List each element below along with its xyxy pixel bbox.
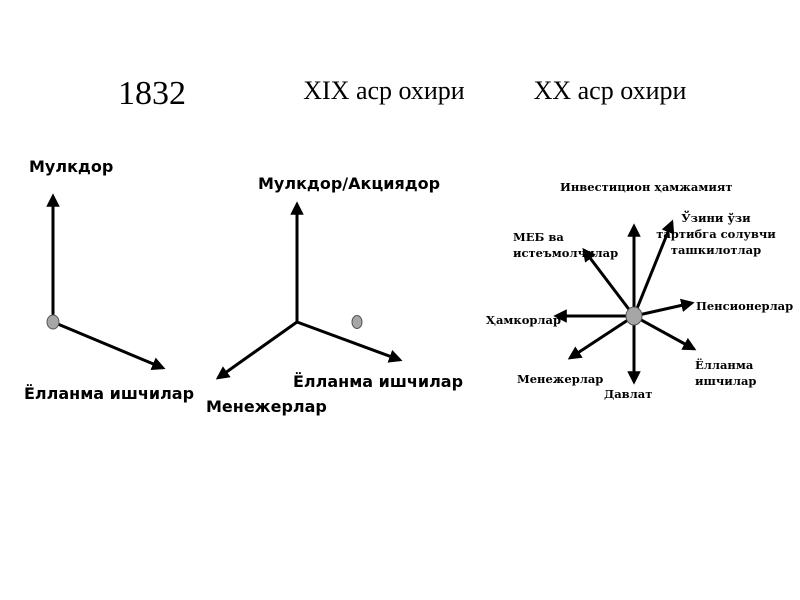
label-workers-1: Ёлланма bbox=[695, 358, 754, 372]
label-workers: Ёлланма ишчилар bbox=[24, 384, 194, 403]
label-owner: Мулкдор bbox=[29, 157, 113, 176]
diagram-late-20th-century: Инвестицион ҳамжамият Ўзини ўзи тартибга… bbox=[486, 180, 793, 401]
label-self-regulatory-3: ташкилотлар bbox=[671, 243, 761, 257]
label-owner-shareholder: Мулкдор/Акциядор bbox=[258, 174, 440, 193]
node-dot bbox=[351, 315, 363, 329]
label-self-regulatory-1: Ўзини ўзи bbox=[681, 210, 751, 225]
label-self-regulatory-2: тартибга солувчи bbox=[656, 227, 776, 241]
arrow-pensioners bbox=[633, 298, 695, 318]
arrow-meb bbox=[582, 247, 636, 317]
arrow-workers bbox=[296, 320, 403, 363]
arrow-workers bbox=[633, 314, 697, 351]
node-center bbox=[46, 314, 60, 330]
label-meb-2: истеъмолчилар bbox=[513, 246, 618, 260]
arrow-managers bbox=[215, 320, 298, 380]
label-partners: Ҳамкорлар bbox=[486, 313, 561, 327]
period-late-20th-century: XX аср охири bbox=[534, 76, 687, 105]
label-investment-community: Инвестицион ҳамжамият bbox=[560, 180, 732, 194]
label-state: Давлат bbox=[604, 387, 652, 401]
arrow-workers bbox=[52, 320, 166, 371]
period-1832: 1832 bbox=[118, 75, 186, 112]
diagram-1832: Мулкдор Ёлланма ишчилар bbox=[24, 157, 194, 403]
arrow-self-regulatory bbox=[632, 219, 675, 317]
period-late-19th-century: XIX аср охири bbox=[303, 76, 465, 105]
label-managers: Менежерлар bbox=[517, 372, 603, 386]
label-managers: Менежерлар bbox=[206, 397, 327, 416]
node-center bbox=[625, 306, 643, 326]
diagram-late-19th-century: Мулкдор/Акциядор Ёлланма ишчилар Менежер… bbox=[206, 174, 463, 416]
label-workers: Ёлланма ишчилар bbox=[293, 372, 463, 391]
arrow-managers bbox=[567, 314, 635, 360]
label-pensioners: Пенсионерлар bbox=[696, 299, 793, 313]
label-workers-2: ишчилар bbox=[695, 374, 756, 388]
label-meb-1: МЕБ ва bbox=[513, 230, 564, 244]
